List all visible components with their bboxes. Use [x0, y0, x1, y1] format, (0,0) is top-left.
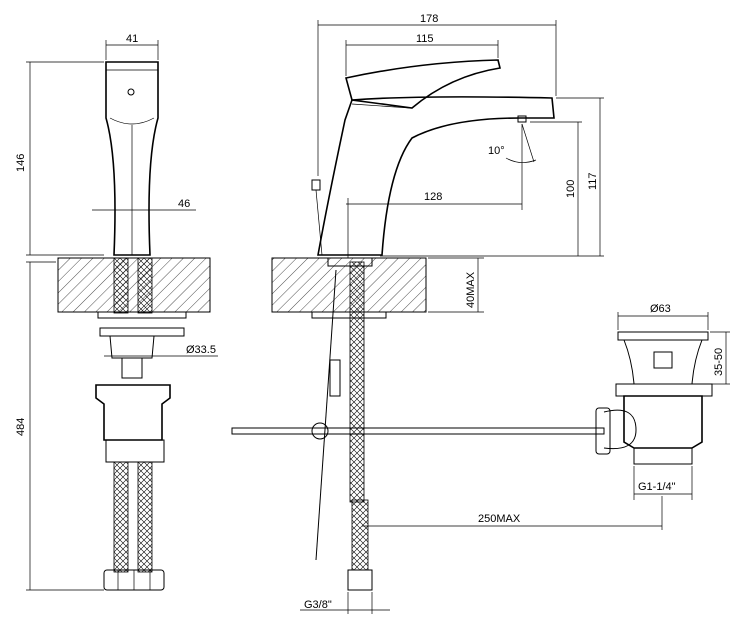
dim-pop-dia: Ø63 — [650, 303, 671, 315]
waste-body — [623, 395, 703, 449]
front-view: 41 146 46 484 Ø33.5 — [15, 33, 218, 591]
dim-front-height: 146 — [15, 154, 27, 172]
dim-below-height: 484 — [15, 418, 27, 436]
front-countertop — [57, 257, 211, 313]
dim-spout-reach: 128 — [424, 191, 442, 203]
dim-spout-clear: 100 — [565, 180, 577, 198]
side-view: 178 115 128 10° 100 117 40MAX 250MAX G3/… — [231, 13, 663, 614]
side-faucet-body — [317, 96, 555, 256]
dim-front-body: 46 — [178, 198, 190, 210]
dim-pop-range: 35-50 — [713, 348, 725, 376]
dim-pop-thread: G1-1/4" — [638, 481, 676, 493]
dim-side-total: 178 — [420, 13, 438, 25]
dim-waste-dia: Ø33.5 — [186, 344, 216, 356]
pop-up-waste-view: Ø63 35-50 G1-1/4" — [595, 303, 730, 500]
dim-spout-height: 117 — [587, 172, 599, 190]
dim-spout-angle: 10° — [488, 145, 505, 157]
front-faucet-body — [105, 61, 159, 256]
front-waste-body — [95, 384, 171, 441]
dim-side-lever: 115 — [416, 33, 434, 45]
front-hose-right — [137, 257, 153, 314]
side-countertop — [271, 257, 427, 313]
dim-hose-thread: G3/8" — [304, 599, 332, 611]
dim-front-width: 41 — [126, 33, 138, 45]
side-lever — [345, 59, 501, 109]
dim-deck-max: 40MAX — [465, 271, 477, 308]
dim-hose-max: 250MAX — [478, 513, 521, 525]
front-hose-left — [113, 257, 129, 314]
pop-up-rod — [231, 427, 605, 435]
